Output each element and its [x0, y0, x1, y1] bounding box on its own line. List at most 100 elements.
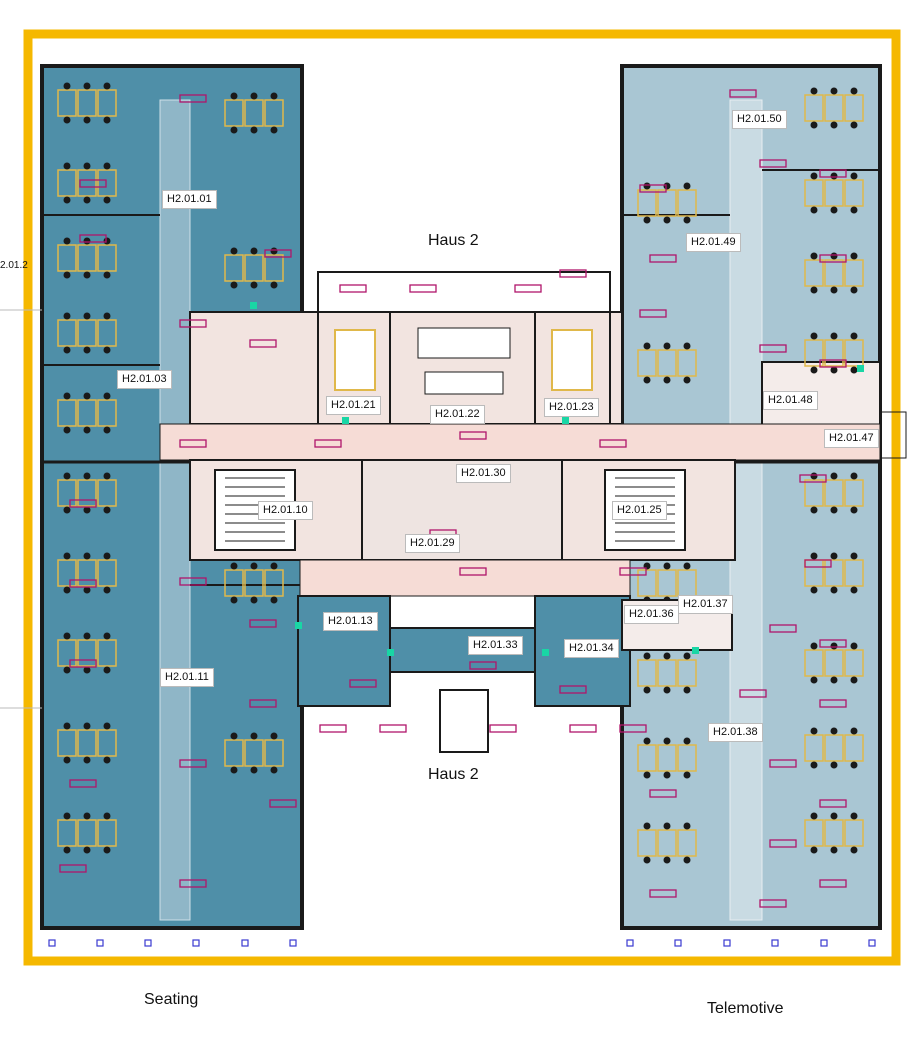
desk-cluster: [804, 472, 864, 514]
device-tag: [759, 159, 787, 168]
access-marker: [295, 622, 302, 629]
access-marker: [250, 302, 257, 309]
device-tag: [249, 619, 277, 628]
main-corridor: [159, 423, 881, 461]
facade-column: [289, 939, 297, 947]
device-tag: [649, 789, 677, 798]
device-tag: [769, 624, 797, 633]
room-label[interactable]: H2.01.49: [686, 233, 741, 252]
room-label[interactable]: H2.01.29: [405, 534, 460, 553]
access-marker: [562, 417, 569, 424]
device-tag: [69, 659, 97, 668]
room-label[interactable]: H2.01.34: [564, 639, 619, 658]
device-tag: [459, 431, 487, 440]
facade-column: [48, 939, 56, 947]
device-tag: [639, 184, 667, 193]
desk-cluster: [804, 727, 864, 769]
room-label[interactable]: H2.01.01: [162, 190, 217, 209]
desk-cluster: [57, 472, 117, 514]
caption-left: Seating: [144, 991, 199, 1008]
access-marker: [542, 649, 549, 656]
access-marker: [387, 649, 394, 656]
device-tag: [319, 724, 347, 733]
desk-cluster: [57, 722, 117, 764]
facade-column: [771, 939, 779, 947]
desk-cluster: [804, 642, 864, 684]
room-label[interactable]: H2.01.25: [612, 501, 667, 520]
device-tag: [729, 89, 757, 98]
device-tag: [69, 779, 97, 788]
room-label[interactable]: H2.01.11: [160, 668, 214, 687]
desk-cluster: [804, 252, 864, 294]
device-tag: [379, 724, 407, 733]
facade-column: [868, 939, 876, 947]
device-tag: [559, 685, 587, 694]
device-tag: [69, 579, 97, 588]
facade-column: [241, 939, 249, 947]
device-tag: [179, 94, 207, 103]
desk-cluster: [804, 812, 864, 854]
device-tag: [569, 724, 597, 733]
device-tag: [489, 724, 517, 733]
device-tag: [599, 439, 627, 448]
room-label[interactable]: H2.01.50: [732, 110, 787, 129]
facade-column: [192, 939, 200, 947]
device-tag: [269, 799, 297, 808]
facade-column: [820, 939, 828, 947]
device-tag: [649, 254, 677, 263]
facade-column: [96, 939, 104, 947]
plan-frame: [23, 29, 901, 966]
device-tag: [469, 661, 497, 670]
device-tag: [179, 759, 207, 768]
facade-column: [144, 939, 152, 947]
device-tag: [179, 577, 207, 586]
device-tag: [264, 249, 292, 258]
device-tag: [559, 269, 587, 278]
caption-right: Telemotive: [707, 1000, 784, 1017]
room-label[interactable]: H2.01.22: [430, 405, 485, 424]
room-label[interactable]: H2.01.13: [323, 612, 378, 631]
device-tag: [514, 284, 542, 293]
room-label[interactable]: H2.01.21: [326, 396, 381, 415]
room-label[interactable]: H2.01.37: [678, 595, 733, 614]
room-label[interactable]: H2.01.48: [763, 391, 818, 410]
desk-cluster: [57, 552, 117, 594]
device-tag: [59, 864, 87, 873]
access-marker: [692, 647, 699, 654]
device-tag: [459, 567, 487, 576]
desk-cluster: [804, 172, 864, 214]
room-label[interactable]: H2.01.38: [708, 723, 763, 742]
facade-column: [674, 939, 682, 947]
device-tag: [819, 169, 847, 178]
desk-cluster: [57, 632, 117, 674]
room-label[interactable]: H2.01.03: [117, 370, 172, 389]
room-label[interactable]: H2.01.10: [258, 501, 313, 520]
device-tag: [79, 234, 107, 243]
desk-cluster: [224, 562, 284, 604]
device-tag: [619, 567, 647, 576]
desk-cluster: [804, 332, 864, 374]
access-marker: [342, 417, 349, 424]
room-label[interactable]: H2.01.36: [624, 605, 679, 624]
device-tag: [639, 309, 667, 318]
desk-cluster: [637, 652, 697, 694]
building-label-bottom: Haus 2: [428, 766, 479, 783]
device-tag: [179, 879, 207, 888]
desk-cluster: [637, 342, 697, 384]
desk-cluster: [637, 182, 697, 224]
room-label[interactable]: H2.01.30: [456, 464, 511, 483]
device-tag: [769, 839, 797, 848]
device-tag: [819, 639, 847, 648]
device-tag: [799, 474, 827, 483]
device-tag: [69, 499, 97, 508]
device-tag: [819, 799, 847, 808]
room-label[interactable]: H2.01.23: [544, 398, 599, 417]
desk-cluster: [57, 812, 117, 854]
room-label[interactable]: H2.01.33: [468, 636, 523, 655]
facade-column: [626, 939, 634, 947]
desk-cluster: [224, 247, 284, 289]
device-tag: [349, 679, 377, 688]
device-tag: [819, 699, 847, 708]
room-label[interactable]: H2.01.47: [824, 429, 879, 448]
